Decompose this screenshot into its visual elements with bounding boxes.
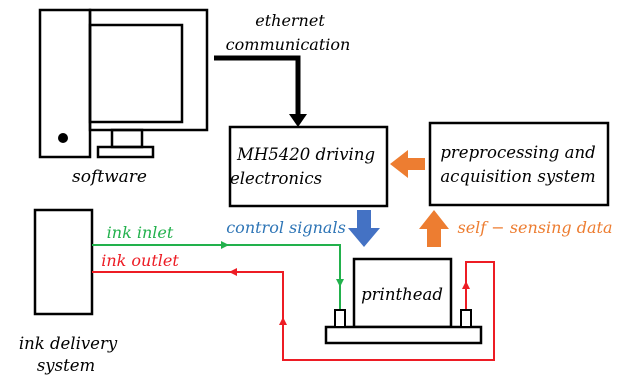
ethernet-label-line2: communication [226,35,351,54]
ink-inlet-down-arrowhead-icon [336,279,344,287]
control-signals-label: control signals [226,218,346,237]
monitor-stand [110,128,144,149]
ink-outlet-label: ink outlet [101,251,179,270]
monitor-screen [88,23,184,124]
power-button-icon [58,133,68,143]
ethernet-line [214,55,301,118]
ink-inlet-arrowhead-icon [221,241,229,249]
monitor-frame [88,8,209,132]
monitor-base [96,145,155,159]
ethernet-arrowhead-icon [289,114,307,127]
ink-outlet-printhead-arrowhead-icon [462,281,470,289]
self-sensing-arrow-icon [419,210,449,247]
ink-delivery-box [33,208,94,316]
preproc-to-driving-arrow-icon [390,150,425,178]
driving-electronics-box [228,125,389,208]
ethernet-label-line1: ethernet [255,11,325,30]
printhead-inlet-port [334,309,346,328]
ink-inlet-line [92,244,341,310]
ink-delivery-label-line2: system [37,356,95,375]
preproc-label-line2: acquisition system [440,167,595,186]
preproc-label-line1: preprocessing and [440,143,595,162]
printhead-body [352,257,453,329]
ink-outlet-left-arrowhead-icon [229,268,237,276]
computer-icon [38,8,209,159]
ink-inlet-label: ink inlet [107,223,174,242]
ink-outlet-line [92,261,495,361]
printhead-outlet-port [460,309,472,328]
driving-label-line1: MH5420 driving [236,145,375,164]
ink-delivery-label-line1: ink delivery [19,334,118,353]
software-label: software [72,167,147,187]
preprocessing-box [428,121,610,207]
ink-outlet-up-arrowhead-icon [279,317,287,325]
control-signals-arrow-icon [348,210,380,247]
printhead-base-plate [324,325,483,345]
self-sensing-label: self − sensing data [458,218,613,237]
printhead-label: printhead [361,285,443,304]
driving-label-line2: electronics [230,169,322,188]
